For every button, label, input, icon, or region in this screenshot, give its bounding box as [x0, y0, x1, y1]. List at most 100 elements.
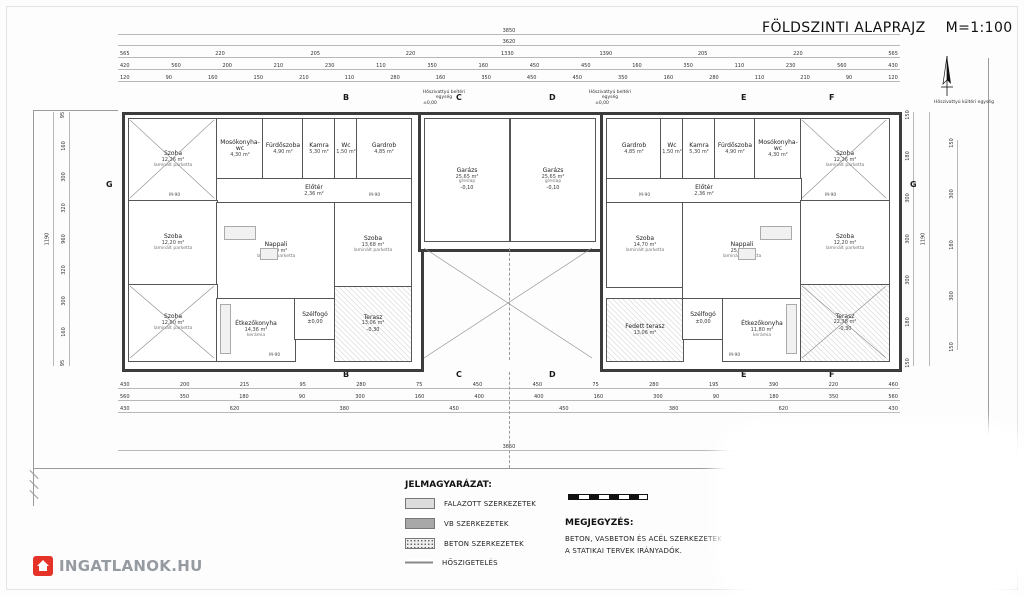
dim-value: 450 [472, 382, 483, 388]
dim-value: 350 [481, 75, 491, 81]
room-floor: kerámia [246, 332, 266, 338]
room-szoba-mid-left: Szoba 12,20 m² laminált parketta [128, 200, 218, 286]
room-name: Garázs [542, 167, 564, 175]
room-area: 2,36 m² [304, 190, 324, 197]
dim-value: 215 [239, 382, 250, 388]
room-area: 25,65 m² [455, 173, 479, 180]
room-name: Szoba [363, 235, 383, 243]
dim-value: 450 [449, 406, 459, 412]
room-area: 4,90 m² [273, 148, 293, 155]
drawing-scale: M=1:100 [945, 20, 1013, 36]
dim-value: 280 [649, 382, 659, 388]
level-label-right-entry: ±0,00 [595, 101, 609, 106]
dim-value: 350 [427, 63, 437, 69]
room-name: Szélfogó [302, 311, 328, 319]
dim-value: 450 [526, 75, 537, 81]
dim-value: 75 [592, 382, 599, 388]
dim-value: 210 [800, 75, 810, 81]
dim-value: 565 [120, 51, 130, 57]
room-name: Étkezőkonyha [235, 320, 277, 328]
dim-value: 280 [356, 382, 366, 388]
level-mark: ±0,00 [695, 319, 711, 326]
room-name: Szélfogó [690, 311, 716, 319]
section-marker-c-bottom: C [456, 370, 462, 379]
kitchen-counter-right [786, 304, 797, 354]
room-kamra-right: Kamra 5,30 m² [682, 118, 716, 180]
room-szelfogo-left: Szélfogó ±0,00 [294, 298, 336, 340]
room-name: Kamra [689, 141, 709, 149]
dim-value: 300 [904, 275, 911, 286]
drawing-title-block: FÖLDSZINTI ALAPRAJZ M=1:100 [762, 20, 1013, 36]
legend-label: VB SZERKEZETEK [444, 519, 509, 528]
legend-item-concrete: BETON SZERKEZETEK [405, 538, 555, 549]
dim-value: 160 [60, 327, 67, 337]
dim-value: 450 [572, 75, 582, 81]
masonry-swatch-icon [405, 498, 435, 509]
dim-value: 450 [559, 406, 569, 412]
dim-value: 205 [697, 51, 708, 57]
dim-value: 350 [179, 394, 190, 400]
room-area: 4,30 m² [768, 151, 788, 158]
dim-value: 620 [778, 406, 789, 412]
dim-value: 160 [435, 75, 446, 81]
room-floor: greslap [544, 179, 562, 185]
heatpump-indoor-label-right: Hőszivattyú beltéri egység [588, 90, 632, 101]
dim-value: 280 [709, 75, 719, 81]
dim-value: 220 [215, 51, 225, 57]
dim-value: 90 [165, 75, 172, 81]
brand-watermark: INGATLANOK.HU [33, 556, 203, 576]
dim-value: 960 [60, 234, 67, 244]
room-name: Wc [341, 141, 351, 149]
north-arrow-icon [936, 54, 958, 102]
room-area: 4,85 m² [374, 148, 394, 155]
room-szoba-top-left: Szoba 12,26 m² laminált parketta [128, 118, 218, 202]
sofa-right [760, 226, 792, 240]
wall-marker: M-90 [728, 353, 742, 359]
dim-value: 560 [171, 63, 181, 69]
room-area: 4,85 m² [624, 148, 644, 155]
section-marker-e-top: E [741, 93, 747, 102]
dim-value: 205 [310, 51, 321, 57]
dim-value: 160 [207, 75, 218, 81]
dim-value: 450 [580, 63, 591, 69]
dim-value: 180 [904, 316, 911, 327]
room-area: 2,36 m² [694, 190, 714, 197]
dim-value: 230 [324, 63, 335, 69]
room-name: Gardrob [621, 141, 647, 149]
dim-value: 95 [60, 111, 67, 119]
dim-value: 180 [904, 151, 911, 162]
section-marker-b-top: B [343, 93, 350, 102]
dim-value: 1390 [599, 51, 613, 57]
room-name: Szoba [835, 233, 855, 241]
section-marker-g-left: G [106, 180, 113, 189]
dim-value: 160 [60, 141, 67, 151]
room-szoba-mid-right: Szoba 12,20 m² laminált parketta [800, 200, 890, 286]
room-name: Előtér [695, 183, 713, 191]
room-gardrob-left: Gardrob 4,85 m² [356, 118, 412, 180]
dim-value: 95 [60, 359, 67, 367]
room-area: 4,90 m² [725, 148, 745, 155]
notes-title: MEGJEGYZÉS: [565, 518, 634, 528]
room-floor: laminált parketta [153, 325, 193, 331]
room-name: Mosókonyha-wc [220, 138, 260, 153]
room-eloter-left: Előtér 2,36 m² [216, 178, 412, 204]
dim-value: 300 [948, 189, 955, 199]
dim-value: 300 [355, 394, 365, 400]
dim-value: 110 [734, 63, 745, 69]
notes: MEGJEGYZÉS: BETON, VASBETON ÉS ACÉL SZER… [565, 518, 825, 559]
dim-value: 3620 [502, 39, 516, 45]
dim-value: 180 [769, 394, 779, 400]
dim-value: 3850 [502, 444, 516, 450]
dim-value: 400 [474, 394, 484, 400]
dim-value: 565 [888, 51, 898, 57]
dim-value: 195 [708, 382, 719, 388]
dim-value: 110 [376, 63, 386, 69]
concrete-swatch-icon [405, 538, 435, 549]
vb-swatch-icon [405, 518, 435, 529]
dim-value: 220 [405, 51, 416, 57]
room-name: Szoba [635, 235, 655, 243]
room-area: 13,06 m² [633, 329, 657, 336]
